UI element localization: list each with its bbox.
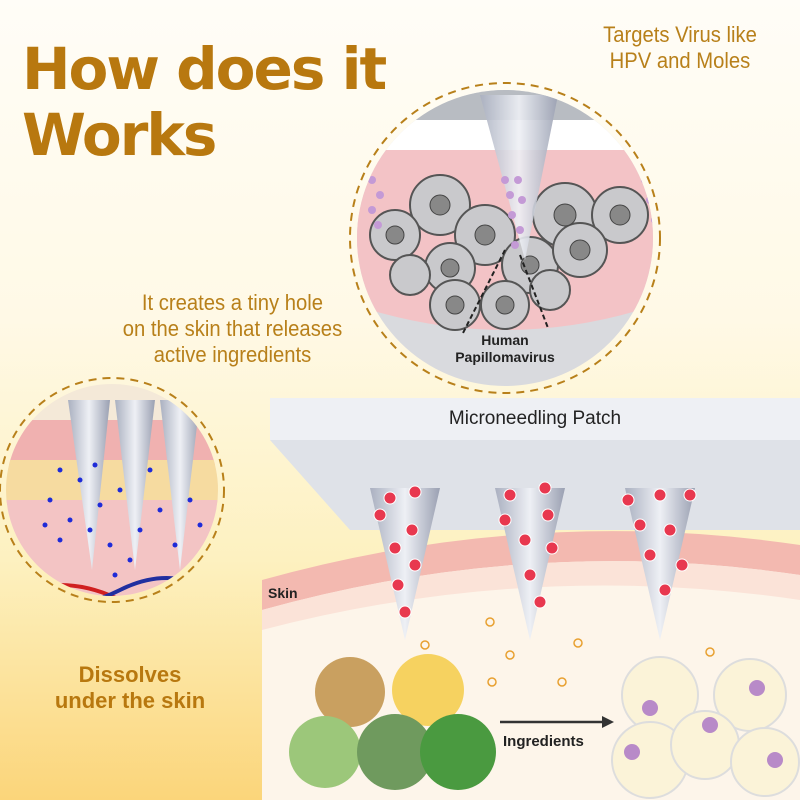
hole-line-3: active ingredients xyxy=(153,342,312,367)
dissolve-circle xyxy=(6,384,218,596)
ingredient-spheres xyxy=(289,654,496,790)
virus-label: Human Papillomavirus xyxy=(440,332,570,366)
hole-line-1: It creates a tiny hole xyxy=(141,290,324,315)
dissolves-line-1: Dissolves xyxy=(78,662,182,687)
dissolves-line-2: under the skin xyxy=(54,688,206,713)
skin-label: Skin xyxy=(268,585,298,601)
title-line-2: Works xyxy=(22,101,217,169)
hole-caption: It creates a tiny hole on the skin that … xyxy=(97,290,368,368)
ingredients-label: Ingredients xyxy=(503,733,584,750)
hole-line-2: on the skin that releases xyxy=(122,316,343,341)
virus-label-line-2: Papillomavirus xyxy=(455,349,555,365)
targets-line-2: HPV and Moles xyxy=(609,48,751,73)
title-line-1: How does it xyxy=(22,35,387,103)
needles xyxy=(370,481,697,640)
targets-line-1: Targets Virus like xyxy=(603,22,757,47)
cell-spheres xyxy=(611,656,800,799)
dissolves-caption: Dissolves under the skin xyxy=(30,662,230,714)
patch-label: Microneedling Patch xyxy=(448,408,622,429)
virus-label-line-1: Human xyxy=(481,332,529,348)
targets-caption: Targets Virus like HPV and Moles xyxy=(583,22,776,74)
